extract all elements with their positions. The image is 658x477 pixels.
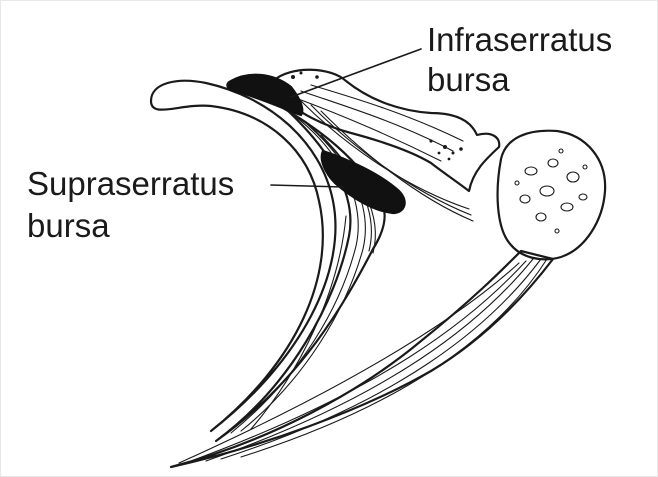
infraserratus-label-line1: Infraserratus	[427, 21, 612, 59]
humerus-trabeculae	[515, 149, 587, 233]
infraserratus-label-line2: bursa	[427, 61, 510, 99]
serratus-muscle-outline	[216, 101, 385, 441]
rib-outline	[151, 81, 335, 431]
infraserratus-leader-line	[291, 49, 421, 97]
supraserratus-label-line1: Supraserratus	[27, 165, 234, 203]
infraserratus-bursa-shape	[227, 75, 302, 115]
supraserratus-leader-line	[271, 185, 343, 187]
lower-muscle-fibers	[179, 259, 547, 463]
supraserratus-label-line2: bursa	[27, 207, 110, 245]
